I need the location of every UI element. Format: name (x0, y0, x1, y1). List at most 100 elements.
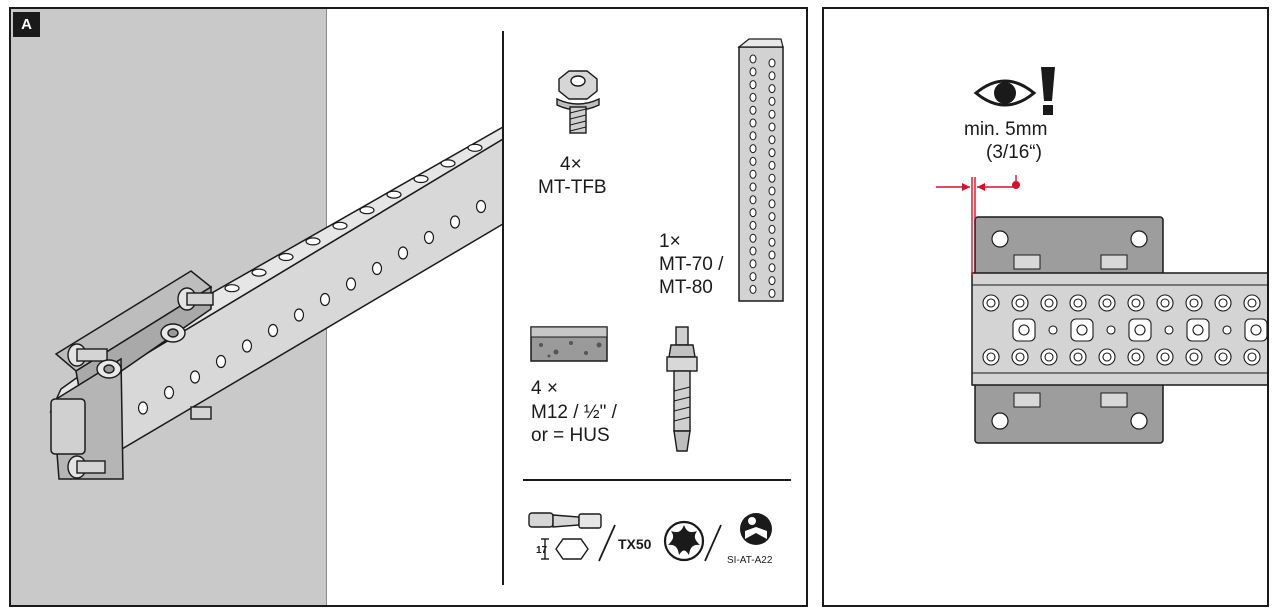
channel-name-line1: MT-70 / (659, 254, 724, 275)
step-badge: A (13, 12, 40, 37)
channel-hole (1218, 298, 1228, 308)
channel-hole (768, 109, 776, 119)
ratchet-wrench-icon (528, 512, 602, 529)
channel-hole (768, 237, 776, 247)
rail-hole (359, 206, 375, 215)
mt-tfb-screw-icon (556, 70, 600, 134)
inspection-illustration (936, 67, 1267, 444)
torx-icon (663, 520, 705, 562)
channel-hole (749, 54, 757, 64)
channel-hole (749, 118, 757, 128)
channel-hole (768, 263, 776, 273)
rail-hole (332, 221, 348, 230)
channel-hole (1189, 352, 1199, 362)
gap-measurement (936, 175, 1020, 275)
channel-hole (1189, 298, 1199, 308)
hex-socket-icon (541, 538, 589, 560)
channel-hole (768, 288, 776, 298)
eye-icon (973, 79, 1037, 107)
channel-name-line2: MT-80 (659, 277, 713, 298)
screw-quantity: 4× (560, 154, 582, 175)
channel-hole (768, 71, 776, 81)
rail-hole (241, 339, 253, 353)
channel-hole (768, 276, 776, 286)
rail-hole (397, 246, 409, 260)
screw-name: MT-TFB (538, 177, 607, 198)
rail-hole (251, 268, 267, 277)
channel-hole (1015, 352, 1025, 362)
rail-hole (440, 159, 456, 168)
channel-slot (1192, 324, 1204, 336)
concrete-block-icon (530, 326, 608, 362)
channel-hole (768, 148, 776, 158)
channel-hole (749, 233, 757, 243)
channel-hole (749, 67, 757, 77)
channel-rail-top-view (971, 272, 1267, 386)
channel-hole (749, 80, 757, 90)
rail-hole (345, 277, 357, 291)
separator-slash (598, 524, 616, 562)
rail-hole (449, 215, 461, 229)
rail-hole (371, 261, 383, 276)
channel-hole (1222, 325, 1232, 335)
manual-code: SI-AT-A22 (727, 555, 773, 566)
channel-hole (1102, 298, 1112, 308)
channel-hole (749, 208, 757, 218)
channel-hole (986, 352, 996, 362)
channel-hole (1073, 298, 1083, 308)
channel-hole (1015, 298, 1025, 308)
channel-hole (749, 131, 757, 141)
wrench-size: 17 (536, 545, 548, 556)
channel-hole (1044, 298, 1054, 308)
anchor-name-line2: or = HUS (531, 425, 610, 446)
channel-hole (768, 135, 776, 145)
channel-hole (1160, 352, 1170, 362)
channel-slot (1018, 324, 1030, 336)
channel-hole (749, 182, 757, 192)
hus-anchor-icon (666, 326, 698, 452)
channel-hole (768, 250, 776, 260)
channel-slot (1250, 324, 1262, 336)
assembly-panel-a: A (9, 7, 808, 607)
channel-hole (749, 246, 757, 256)
anchor-name-line1: M12 / ½" / (531, 402, 617, 423)
channel-hole (768, 58, 776, 68)
channel-hole (1131, 298, 1141, 308)
separator-slash (704, 524, 722, 562)
mt-channel-icon (737, 38, 784, 302)
channel-hole (1073, 352, 1083, 362)
channel-hole (1106, 325, 1116, 335)
min-gap-imperial: (3/16“) (986, 142, 1042, 163)
channel-hole (768, 84, 776, 94)
channel-hole (749, 195, 757, 205)
channel-quantity: 1× (659, 231, 681, 252)
read-manual-icon (740, 513, 772, 545)
exclamation-icon (1041, 67, 1055, 115)
rail-hole (386, 190, 402, 199)
rail-hole (224, 284, 240, 293)
channel-hole (749, 284, 757, 294)
rail-hole (278, 252, 294, 262)
channel-hole (768, 199, 776, 209)
channel-hole (749, 272, 757, 282)
channel-hole (1044, 352, 1054, 362)
channel-hole (749, 105, 757, 115)
channel-hole (768, 96, 776, 106)
channel-hole (768, 224, 776, 234)
channel-hole (768, 122, 776, 132)
rail-hole (267, 323, 279, 338)
channel-hole (1247, 352, 1257, 362)
channel-hole (768, 186, 776, 196)
anchor-bolts (67, 287, 214, 479)
channel-hole (1218, 352, 1228, 362)
channel-hole (1102, 352, 1112, 362)
anchor-quantity: 4 × (531, 378, 558, 399)
channel-hole (1131, 352, 1141, 362)
channel-hole (749, 156, 757, 166)
channel-hole (768, 212, 776, 222)
torx-label: TX50 (618, 536, 652, 552)
channel-hole (1247, 298, 1257, 308)
channel-hole (768, 160, 776, 170)
rail-hole (163, 385, 175, 400)
assembly-illustration (49, 31, 791, 585)
